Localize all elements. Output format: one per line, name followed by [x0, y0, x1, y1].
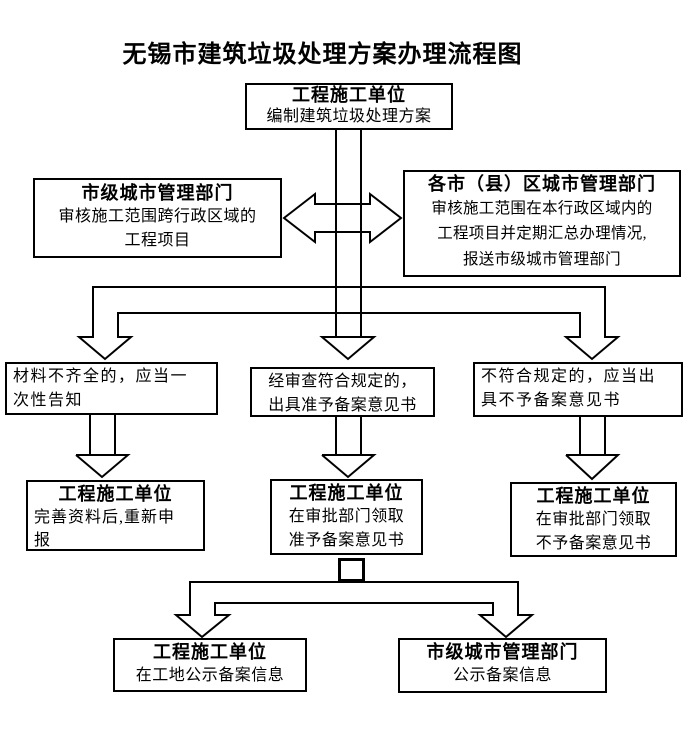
down-arrow-left [75, 415, 131, 479]
node-heading: 工程施工单位 [292, 85, 406, 105]
splitter-bar-top [76, 286, 621, 361]
central-flow-shaft [335, 130, 362, 337]
down-arrowhead-center [319, 336, 377, 361]
node-body: 编制建筑垃圾处理方案 [266, 107, 432, 125]
node-body: 公示备案信息 [452, 667, 552, 685]
node-heading: 市级城市管理部门 [426, 642, 579, 662]
node-body: 审核施工范围在本行政区域内的 工程项目并定期汇总办理情况, 报送市级城市管理部门 [431, 200, 653, 268]
node-body: 材料不齐全的，应当一 次性告知 [13, 368, 189, 409]
node-approved-opinion: 经审查符合规定的， 出具准予备案意见书 [250, 367, 435, 417]
node-heading: 工程施工单位 [58, 484, 173, 504]
splitter-bar-bottom [173, 581, 535, 639]
node-heading: 工程施工单位 [289, 483, 404, 503]
node-collect-rejection: 工程施工单位 在审批部门领取 不予备案意见书 [510, 482, 677, 557]
node-body: 不符合规定的，应当出 具不予备案意见书 [481, 368, 657, 409]
node-heading: 市级城市管理部门 [81, 183, 234, 203]
node-body: 在审批部门领取 准予备案意见书 [288, 508, 405, 550]
node-body: 审核施工范围跨行政区域的 工程项目 [58, 208, 257, 250]
node-collect-approval: 工程施工单位 在审批部门领取 准予备案意见书 [270, 479, 423, 555]
node-heading: 工程施工单位 [153, 642, 267, 662]
node-city-management-dept: 市级城市管理部门 审核施工范围跨行政区域的 工程项目 [33, 178, 282, 258]
node-construction-unit-start: 工程施工单位 编制建筑垃圾处理方案 [245, 83, 453, 130]
node-body: 在审批部门领取 不予备案意见书 [535, 511, 652, 553]
page-title: 无锡市建筑垃圾处理方案办理流程图 [122, 42, 523, 68]
node-body: 在工地公示备案信息 [135, 667, 285, 685]
down-arrow-right [565, 417, 621, 481]
node-rejected-opinion: 不符合规定的，应当出 具不予备案意见书 [473, 362, 683, 417]
square-connector [338, 558, 365, 582]
node-heading: 工程施工单位 [536, 486, 651, 506]
node-district-management-dept: 各市（县）区城市管理部门 审核施工范围在本行政区域内的 工程项目并定期汇总办理情… [403, 170, 681, 277]
down-arrow-middle [321, 417, 377, 479]
bidirectional-arrow [282, 191, 403, 245]
node-site-publicity: 工程施工单位 在工地公示备案信息 [113, 638, 307, 692]
node-incomplete-materials: 材料不齐全的，应当一 次性告知 [5, 362, 218, 415]
node-body: 经审查符合规定的， 出具准予备案意见书 [268, 373, 417, 414]
node-resubmit: 工程施工单位 完善资料后,重新申 报 [26, 480, 205, 551]
node-body: 完善资料后,重新申 报 [34, 509, 176, 550]
node-heading: 各市（县）区城市管理部门 [428, 174, 656, 194]
node-city-publicity: 市级城市管理部门 公示备案信息 [398, 638, 607, 693]
